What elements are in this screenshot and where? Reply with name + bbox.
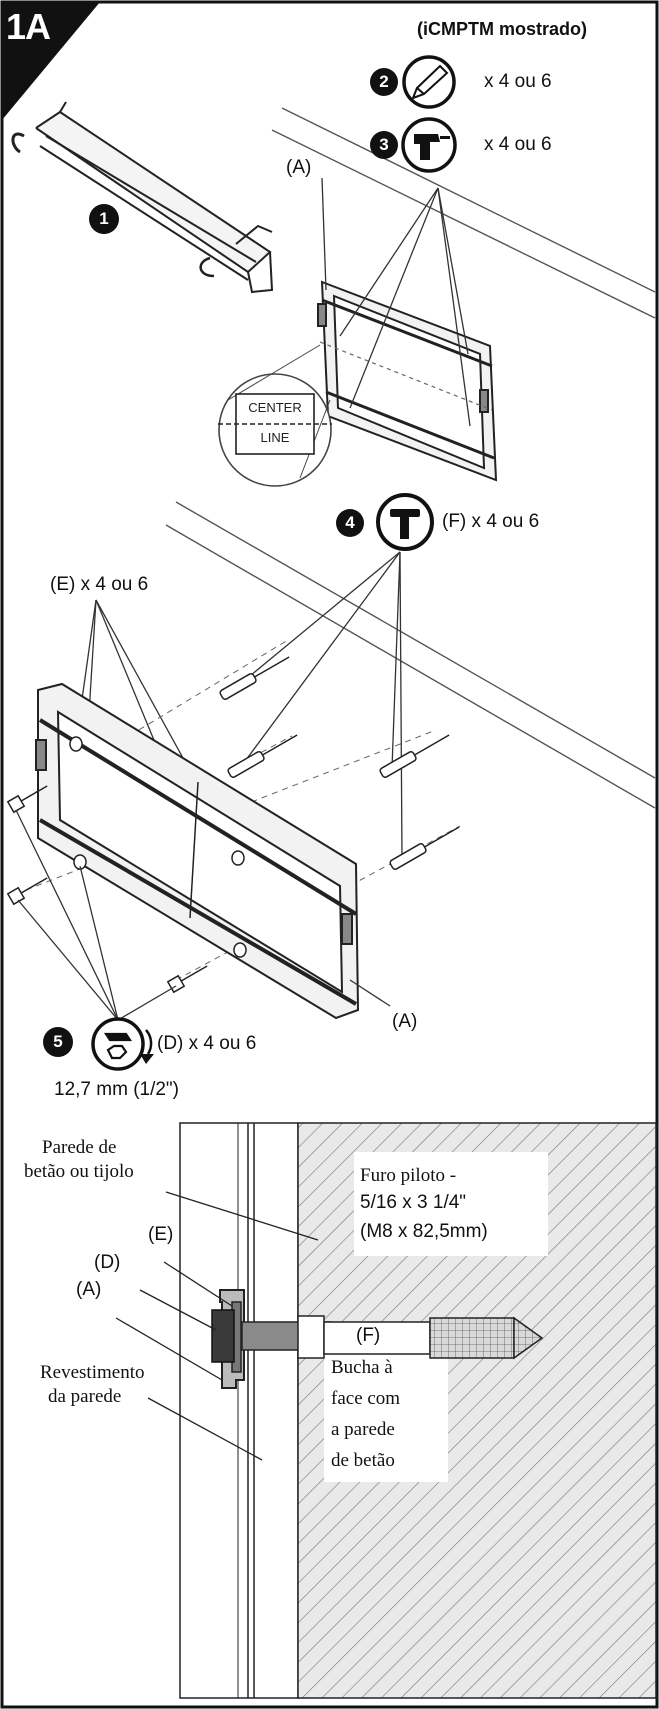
finish-line-2: da parede bbox=[48, 1386, 122, 1407]
anchor-label-bg bbox=[324, 1348, 448, 1482]
pilot-hole-line-3: (M8 x 82,5mm) bbox=[360, 1221, 488, 1242]
washers bbox=[69, 736, 247, 958]
pencil-icon bbox=[411, 64, 449, 100]
wall-anchors bbox=[219, 656, 460, 870]
step-badge-4-label: 4 bbox=[345, 513, 355, 532]
model-note: (iCMPTM mostrado) bbox=[417, 19, 587, 39]
anchor-note-line-4: de betão bbox=[331, 1450, 395, 1471]
bolt-head-section bbox=[211, 1309, 235, 1363]
label-a-mid: (A) bbox=[392, 1011, 418, 1032]
wall-type-line-2: betão ou tijolo bbox=[24, 1161, 134, 1182]
step-corner-tab bbox=[2, 2, 100, 120]
label-a-top: (A) bbox=[286, 157, 312, 178]
rotation-arrow bbox=[145, 1029, 153, 1055]
step-badge-4 bbox=[336, 509, 364, 537]
lag-bolt-qty: (D) x 4 ou 6 bbox=[157, 1033, 257, 1054]
wall-perspective-lines bbox=[165, 107, 656, 809]
anchor-note-line-2: face com bbox=[331, 1388, 401, 1409]
pencil-tool-circle bbox=[402, 55, 456, 109]
pilot-hole-line-1: Furo piloto - bbox=[360, 1165, 457, 1186]
pilot-hole-line-2: 5/16 x 3 1/4" bbox=[360, 1192, 467, 1213]
step-badge-2 bbox=[370, 68, 398, 96]
center-label: CENTER bbox=[248, 400, 302, 415]
tool-callout-lines-top bbox=[321, 177, 471, 427]
rotation-arrowhead bbox=[140, 1054, 154, 1064]
step-badge-3-label: 3 bbox=[379, 135, 389, 154]
step-badge-1 bbox=[89, 204, 119, 234]
hammer-qty: (F) x 4 ou 6 bbox=[442, 511, 540, 532]
step-badge-2-label: 2 bbox=[379, 72, 389, 91]
anchor-note-line-3: a parede bbox=[331, 1419, 395, 1440]
drill-qty: x 4 ou 6 bbox=[484, 134, 552, 155]
socket-wrench-icon bbox=[103, 1032, 133, 1060]
finish-line-1: Revestimento bbox=[40, 1362, 145, 1383]
detail-leader-lines bbox=[115, 1191, 319, 1461]
washer-qty: (E) x 4 ou 6 bbox=[50, 574, 149, 595]
wrench-callout-lines bbox=[15, 809, 391, 1021]
step-title: 1A bbox=[6, 6, 51, 47]
step-badge-5 bbox=[43, 1027, 73, 1057]
center-line-mark bbox=[319, 341, 493, 411]
wall-plate-leveling-illustration bbox=[11, 101, 274, 294]
pilot-hole-label-bg bbox=[354, 1152, 548, 1256]
anchor-note-line-1: Bucha à bbox=[331, 1357, 393, 1378]
drill-icon bbox=[414, 134, 450, 160]
detail-label-e: (E) bbox=[148, 1224, 174, 1245]
socket-wrench-tool-circle bbox=[91, 1017, 145, 1071]
detail-label-a: (A) bbox=[76, 1279, 102, 1300]
step-badge-3 bbox=[370, 131, 398, 159]
detail-label-d: (D) bbox=[94, 1252, 121, 1273]
hammer-icon bbox=[390, 509, 420, 539]
line-label: LINE bbox=[260, 430, 290, 445]
detail-label-f: (F) bbox=[356, 1325, 381, 1346]
wall-type-line-1: Parede de bbox=[42, 1137, 117, 1158]
socket-size: 12,7 mm (1/2") bbox=[54, 1079, 180, 1100]
wall-plate-top bbox=[317, 280, 498, 482]
step-badge-1-label: 1 bbox=[99, 209, 109, 228]
step-badge-5-label: 5 bbox=[53, 1032, 63, 1051]
wall-plate-large bbox=[35, 682, 360, 1020]
center-line-magnifier bbox=[218, 344, 332, 487]
anchor-section bbox=[297, 1315, 544, 1360]
hammer-callout-lines bbox=[232, 551, 403, 859]
pencil-qty: x 4 ou 6 bbox=[484, 71, 552, 92]
